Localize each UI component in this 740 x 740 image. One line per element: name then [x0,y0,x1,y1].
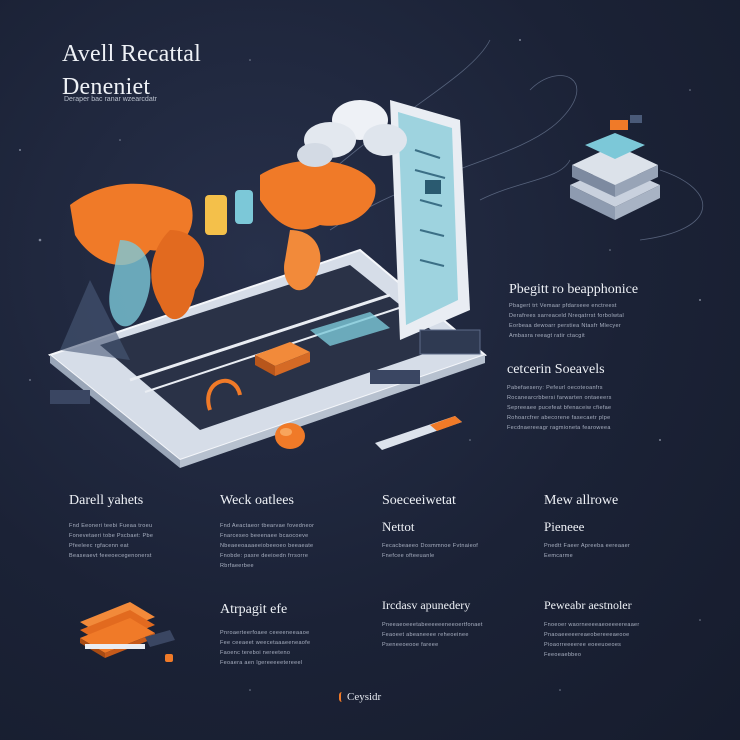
footer-brand: Ceysidr [339,691,381,703]
section-3-line-3: Pfeeleec rgfacenn eat [69,543,129,549]
pen-icon [375,416,462,450]
section-1-title: Pbegitt ro beapphonice [509,282,639,297]
section-9-line-1: Fnoeoer waorneeeeaeoeeeereaaer [544,622,640,628]
section-6-title: Mew allrowe [544,493,619,508]
section-7: Atrpagit efe Pnroaerteerfoaee ceeeeneeaa… [220,602,310,666]
section-8-title: Ircdasv apunedery [382,598,471,612]
section-5-title: Soeceeiwetat [382,493,456,508]
section-3-line-4: Beaseaevt feeeoecegenonerst [69,553,152,559]
section-7-title: Atrpagit efe [220,602,288,617]
section-7-line-1: Pnroaerteerfoaee ceeeeneeaaoe [220,630,310,636]
section-6-line-2: Eemcarme [544,553,573,559]
section-4-line-2: Fnarceseo beeenaee bcaocoeve [220,533,309,539]
cloud-icon [297,100,407,167]
section-9-line-3: Pioaorreeeeree eoeeuoeoes [544,642,622,648]
world-map-icon [60,160,376,360]
brand-name: Ceysidr [347,691,382,703]
section-6-line-1: Pnedtt Faeer Apreeba eereaaer [544,543,631,549]
section-7-line-2: Fee ceeaeet weecetaaaeeneaofe [220,640,311,646]
brand-logo-icon [339,692,346,702]
section-4-line-5: Rbrfaeerbee [220,563,254,569]
title-line-1: Avell Recattal [62,41,201,67]
section-5-subtitle: Nettot [382,519,415,534]
section-8-line-1: Pneeaeoeeetabeeeeeeneeoertfonaet [382,622,483,628]
section-8-line-2: Feaoeet abeaneeee reheoeinee [382,632,469,638]
section-1-line-2: Derafrees sarreaceld Nreqatrrst forbolwt… [509,313,624,319]
section-2-line-1: Pabefaeseny: Pefeurl oecoteoanfrs [507,385,603,391]
title-line-2: Deneniet [62,74,151,100]
section-9-line-2: Pnaoaeeeeereaeobereeeaeooe [544,632,630,638]
page-subtitle: Deraper bac ranar wzearcdatr [64,96,157,103]
orange-ball-icon [275,423,305,449]
section-4-title: Weck oatlees [220,493,294,508]
section-6: Mew allrowe Pieneee Pnedtt Faeer Apreeba… [544,493,630,559]
section-2-line-4: Rohoarcfrer abecorene fasecaetr plpe [507,415,611,421]
section-5-line-1: Fecacbeaeeo Dosmmnoe Fvtnaieof [382,543,479,549]
section-8: Ircdasv apunedery Pneeaeoeeetabeeeeeenee… [382,598,483,648]
page-title: Avell Recattal Deneniet [62,38,201,104]
section-3-line-1: Fnd Eeoneri teebi Fueaa troeu [69,523,153,529]
section-5: Soeceeiwetat Nettot Fecacbeaeeo Dosmmnoe… [382,493,478,559]
hero-illustration [47,100,487,468]
section-8-line-3: Pseneeoeooe fareee [382,642,439,648]
folder-stack-icon [80,602,175,662]
section-3: Darell yahets Fnd Eeoneri teebi Fueaa tr… [69,493,153,559]
section-2-line-3: Sepreeaee pucefeat bfenaceiw cfiefae [507,405,612,411]
section-9-title: Peweabr aestnoler [544,598,632,612]
section-4-line-1: Fnd Aeactaeor tbearvae fovedneor [220,523,315,529]
section-1-line-4: Ambasra reeagt ratir ctacgit [509,333,585,339]
orange-device-icon [255,342,310,376]
section-9: Peweabr aestnoler Fnoeoer waorneeeeaeoee… [544,598,640,658]
section-5-line-2: Fnefcee ofteeuanle [382,553,435,559]
section-3-line-2: Fonevetaeri tobe Pscbaet: Pbe [69,533,154,539]
section-1-line-3: Eorbeaa dewoarr perstiea Ntasfr Mlecyer [509,323,621,329]
section-2-title: cetcerin Soeavels [507,362,605,377]
section-6-subtitle: Pieneee [544,519,585,534]
section-7-line-4: Feoaera aen lgereeeeetereeel [220,660,303,666]
section-9-line-4: Feeoeaebbeo [544,652,582,658]
section-2-line-2: Rocanearcrbbersi farwarten ontaeeers [507,395,612,401]
section-1: Pbegitt ro beapphonice Pbagert trt Vemaa… [509,282,638,339]
server-stack-icon [570,115,660,220]
section-2-line-5: Fecdnaereeagr ragmioneta fearoweea [507,425,611,431]
section-7-line-3: Faoenc tereboi nereeteno [220,650,291,656]
section-4: Weck oatlees Fnd Aeactaeor tbearvae fove… [220,493,314,569]
section-4-line-3: Nbeaeeoaaaeeiobeeoeo beeaeate [220,543,314,549]
section-3-title: Darell yahets [69,493,144,508]
section-4-line-4: Fnobde: pasre deeioedn frrsorre [220,553,309,559]
section-1-line-1: Pbagert trt Vemaar pfdarseee enctreest [509,303,617,309]
section-2: cetcerin Soeavels Pabefaeseny: Pefeurl o… [507,362,612,431]
